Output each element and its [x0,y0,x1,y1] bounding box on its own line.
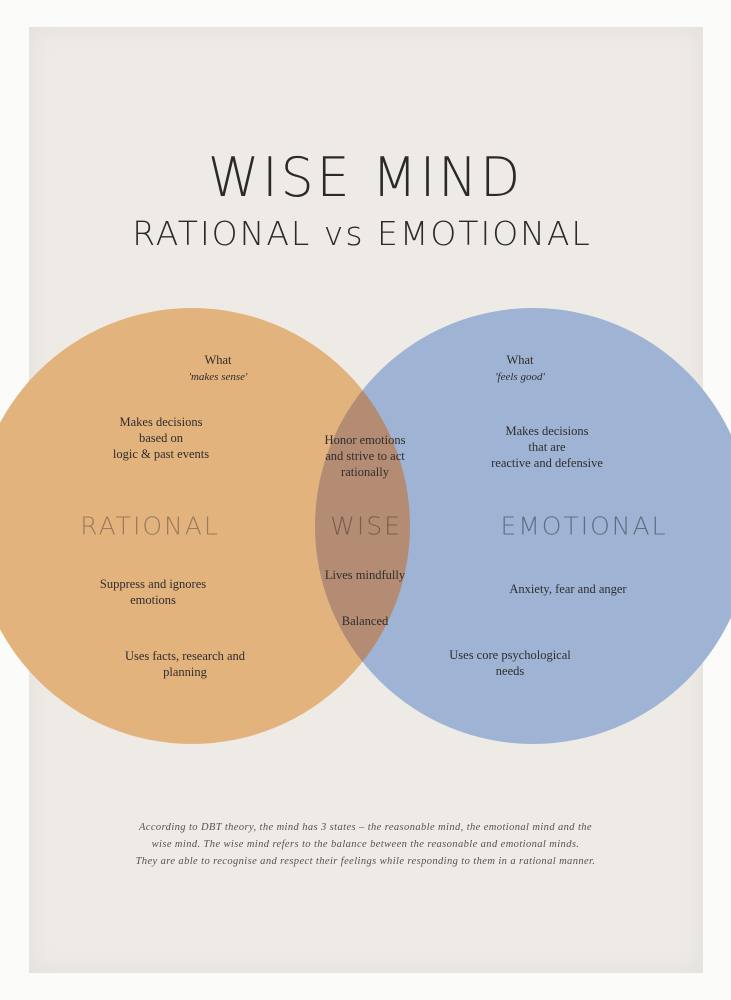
wise-mindful: Lives mindfully [324,568,406,582]
page-subtitle: RATIONAL vs EMOTIONAL [132,214,592,253]
wise-label: WISE [330,511,402,541]
rational-label: RATIONAL [80,511,220,541]
rational-decisions: Makes decisions based on logic & past ev… [112,415,210,461]
emotional-anxiety: Anxiety, fear and anger [509,582,627,596]
emotional-label: EMOTIONAL [500,511,668,541]
emotional-decisions: Makes decisions that are reactive and de… [491,424,603,470]
rational-uses: Uses facts, research and planning [124,649,246,679]
wise-honor: Honor emotions and strive to act rationa… [324,433,406,479]
rational-suppress: Suppress and ignores emotions [99,577,207,607]
rational-what-quote: 'makes sense' [188,371,248,383]
emotional-circle [315,308,731,744]
emotional-what-quote: 'feels good' [495,371,545,383]
rational-circle [0,308,410,744]
footer-description: According to DBT theory, the mind has 3 … [135,822,596,867]
rational-what: What [204,353,232,367]
wise-balanced: Balanced [341,614,389,628]
page-title: WISE MIND [207,146,524,210]
emotional-uses: Uses core psychological needs [449,648,571,678]
emotional-what: What [506,353,534,367]
